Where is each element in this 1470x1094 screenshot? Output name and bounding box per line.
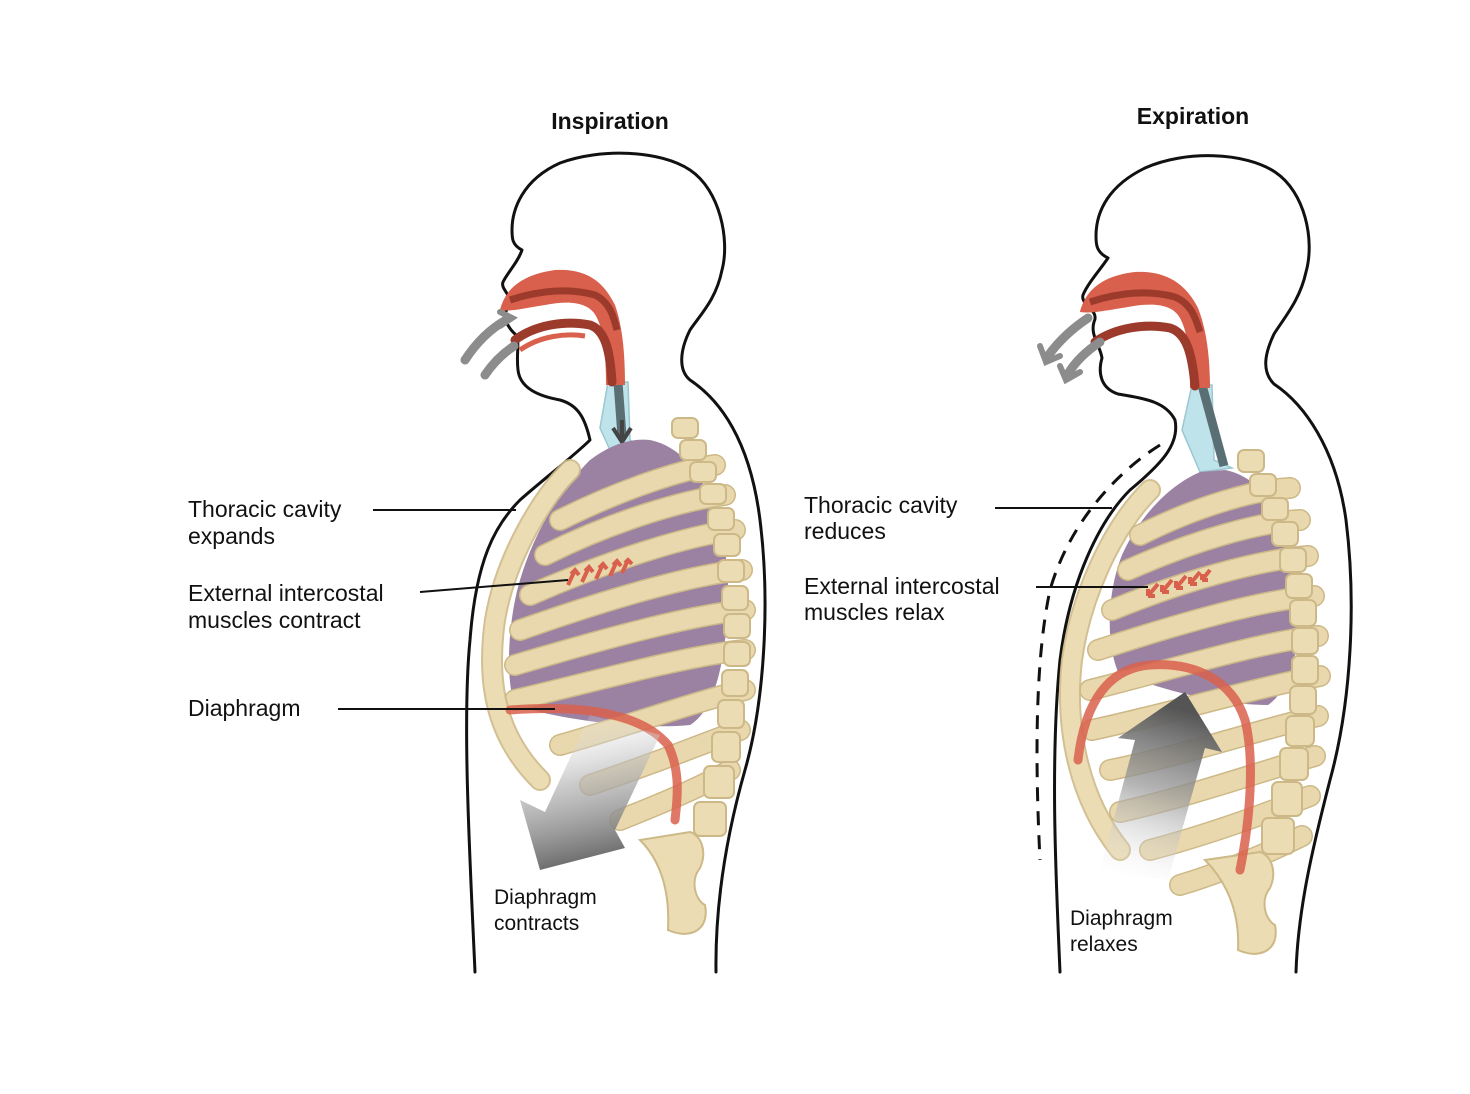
expiration-diaphragm [1073,660,1255,875]
expiration-airway [1080,271,1210,391]
intercostal-contract-arrows-icon [566,557,634,586]
expiration-intercostal-label-1: External intercostal [804,573,1000,599]
inspiration-diaphragm-action-1: Diaphragm [494,886,597,909]
expiration-panel: Expiration [804,103,1353,974]
intercostal-relax-arrows-icon [1146,568,1212,598]
expiration-trachea [1181,384,1235,473]
inspiration-spine [637,417,751,935]
expiration-dashed-outline [1035,443,1161,861]
airflow-in-arrows-icon [460,309,519,380]
inspiration-intercostal-label-1: External intercostal [188,580,384,606]
inspiration-airway [500,269,625,387]
inspiration-intercostal-label-2: muscles contract [188,607,361,633]
inspiration-title: Inspiration [551,108,669,134]
inspiration-body-outline [465,151,767,974]
expiration-diaphragm-action-1: Diaphragm [1070,907,1173,930]
diaphragm-down-arrow-icon [520,715,660,870]
inspiration-thoracic-label-2: expands [188,523,275,549]
intercostal-leader-line [419,579,569,593]
inspiration-thoracic-label-1: Thoracic cavity [188,496,342,522]
expiration-spine [1202,449,1319,955]
inspiration-diaphragm-action-2: contracts [494,912,579,935]
diaphragm-up-arrow-icon [1100,692,1222,880]
expiration-body-outline [1053,154,1353,974]
expiration-thoracic-label-1: Thoracic cavity [804,492,958,518]
expiration-thoracic-label-2: reduces [804,518,886,544]
airflow-out-arrows-icon [1037,313,1105,385]
expiration-diaphragm-action-2: relaxes [1070,933,1138,956]
inspiration-diaphragm-label: Diaphragm [188,695,301,721]
expiration-intercostal-label-2: muscles relax [804,599,945,625]
inspiration-panel: Inspiration [188,108,767,974]
expiration-title: Expiration [1137,103,1249,129]
